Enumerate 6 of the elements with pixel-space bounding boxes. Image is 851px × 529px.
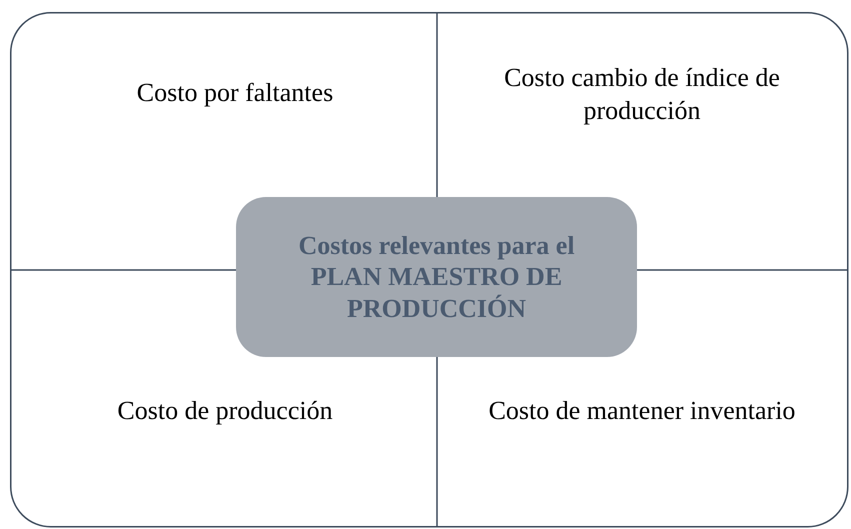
quadrant-label: Costo por faltantes [50,77,420,110]
center-box [236,197,637,357]
quadrant-label: Costo cambio de índice de producción [467,62,817,127]
quadrant-label: Costo de mantener inventario [447,395,837,428]
center-title: Costos relevantes para el PLAN MAESTRO DE PRODUCCIÓN [297,230,576,324]
quadrant-label: Costo de producción [40,395,410,428]
